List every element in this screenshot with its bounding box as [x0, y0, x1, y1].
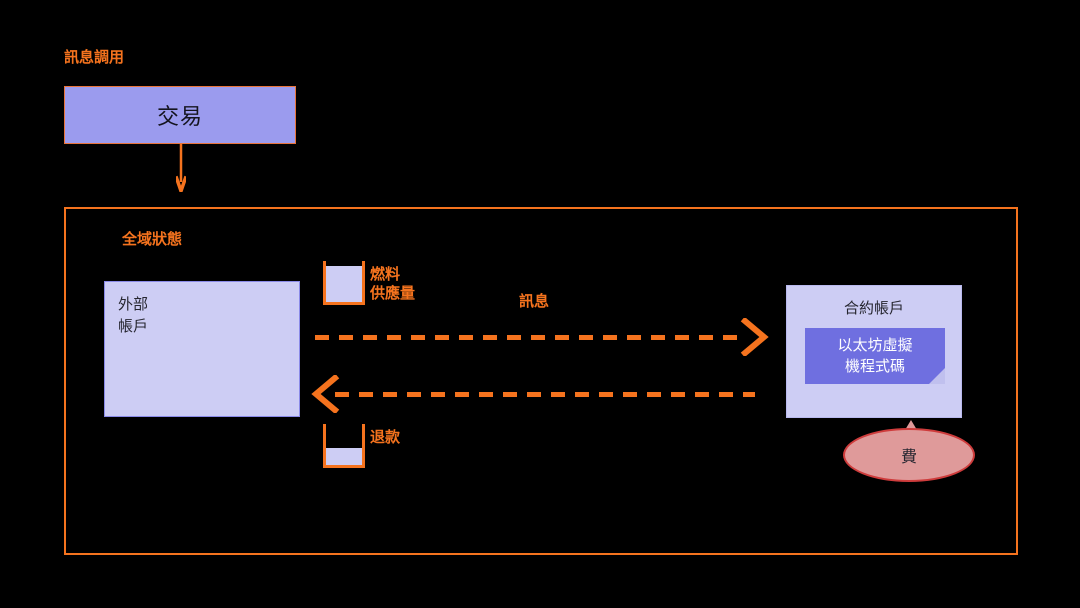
refund-fill: [326, 447, 362, 465]
return-arrowhead-left-icon: [310, 373, 340, 415]
global-state-label: 全域狀態: [122, 231, 183, 248]
refund-label: 退款: [370, 429, 401, 446]
message-call-label: 訊息調用: [64, 49, 125, 66]
contract-account-box[interactable]: 合約帳戶 以太坊虛擬 機程式碼: [786, 285, 962, 418]
fee-callout: 費: [843, 420, 975, 482]
evm-code-label: 以太坊虛擬 機程式碼: [837, 337, 913, 375]
message-dashed-line: [315, 335, 745, 340]
external-account-label: 外部 帳戶: [118, 296, 149, 335]
down-arrow-icon: [174, 144, 188, 197]
page-fold-corner-icon: [929, 368, 945, 384]
evm-code-box[interactable]: 以太坊虛擬 機程式碼: [805, 328, 945, 384]
global-state-container: [64, 207, 1018, 555]
gas-supply-beaker-icon: [323, 261, 365, 305]
return-dashed-line: [335, 392, 755, 397]
message-arrowhead-right-icon: [740, 316, 770, 358]
refund-beaker-icon: [323, 424, 365, 468]
transaction-label: 交易: [156, 104, 203, 129]
fee-ellipse-shape: [843, 428, 975, 482]
transaction-box[interactable]: 交易: [64, 86, 296, 144]
message-label: 訊息: [519, 293, 550, 310]
external-account-box[interactable]: 外部 帳戶: [104, 281, 300, 417]
gas-supply-label: 燃料 供應量: [370, 266, 416, 302]
contract-account-title: 合約帳戶: [843, 300, 904, 317]
fee-label: 費: [900, 449, 917, 466]
gas-supply-fill: [326, 265, 362, 302]
